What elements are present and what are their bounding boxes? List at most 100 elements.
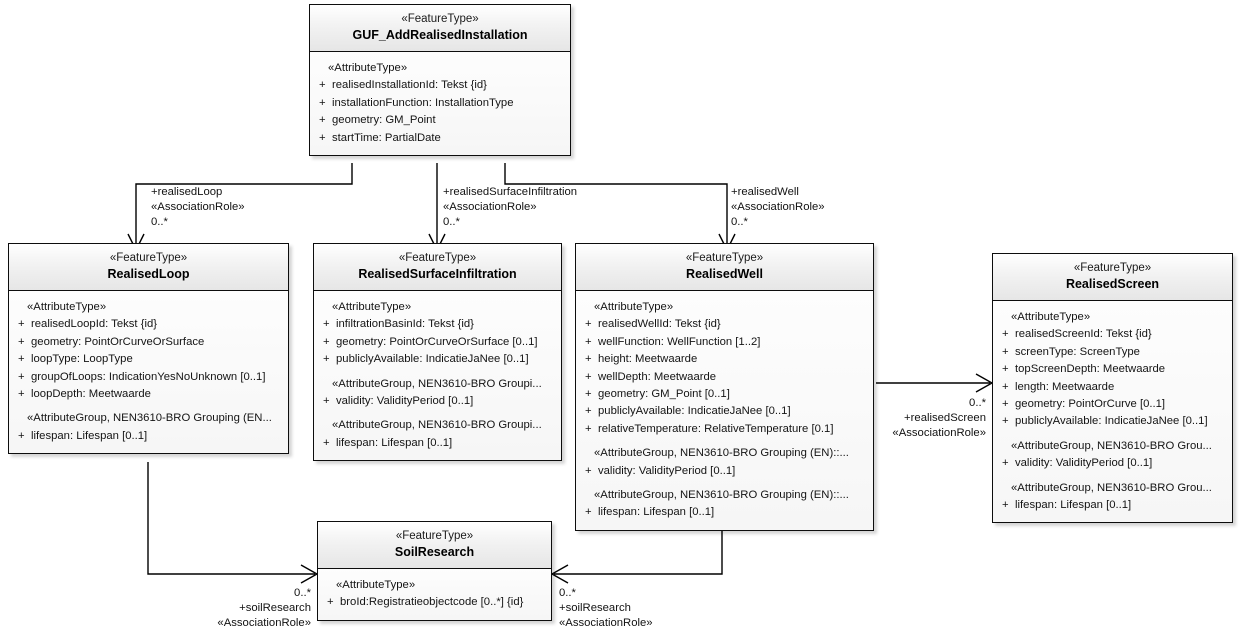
visibility-marker: +: [319, 96, 326, 109]
attribute-text: screenType: ScreenType: [1015, 345, 1140, 358]
attribute-group-label: «AttributeType»: [332, 301, 412, 313]
attribute-row: + realisedWellId: Tekst {id}: [576, 316, 869, 333]
attribute-row: + loopType: LoopType: [9, 351, 284, 368]
class-body: «AttributeType» + realisedInstallationId…: [310, 52, 570, 156]
arrowhead-realised-screen: [975, 373, 994, 393]
compartment-gap: [993, 431, 1228, 438]
attribute-group-label: «AttributeGroup, NEN3610-BRO Grou...: [1011, 439, 1212, 452]
class-soil-research[interactable]: «FeatureType» SoilResearch «AttributeTyp…: [317, 521, 552, 621]
attribute-text: wellDepth: Meetwaarde: [598, 370, 717, 383]
assoc-stereotype: «AssociationRole»: [151, 201, 245, 214]
attribute-row: + publiclyAvailable: IndicatieJaNee [0..…: [993, 413, 1228, 430]
visibility-marker: +: [323, 353, 330, 366]
visibility-marker: +: [18, 318, 25, 331]
attribute-group-label: «AttributeGroup, NEN3610-BRO Grouping (E…: [594, 447, 849, 460]
attribute-row: + length: Meetwaarde: [993, 379, 1228, 396]
assoc-label-realised-screen: 0..* +realisedScreen «AssociationRole»: [860, 396, 986, 442]
class-name: RealisedScreen: [1065, 277, 1160, 291]
class-body: «AttributeType» + broId:Registratieobjec…: [318, 569, 551, 620]
assoc-multiplicity: 0..*: [969, 397, 986, 409]
attribute-row: + geometry: PointOrCurveOrSurface: [9, 334, 284, 351]
assoc-role: +realisedWell: [731, 186, 799, 198]
class-header: «FeatureType» SoilResearch: [318, 522, 551, 569]
attribute-row: + realisedScreenId: Tekst {id}: [993, 326, 1228, 343]
attribute-text: length: Meetwaarde: [1015, 380, 1115, 393]
attribute-row: + startTime: PartialDate: [310, 130, 566, 147]
attribute-text: relativeTemperature: RelativeTemperature…: [598, 422, 834, 435]
visibility-marker: +: [1002, 345, 1009, 358]
attribute-text: lifespan: Lifespan [0..1]: [1015, 499, 1132, 512]
attribute-text: publiclyAvailable: IndicatieJaNee [0..1]: [1015, 415, 1208, 428]
attribute-row: + broId:Registratieobjectcode [0..*] {id…: [318, 594, 547, 611]
visibility-marker: +: [18, 335, 25, 348]
attribute-text: geometry: PointOrCurveOrSurface: [31, 335, 205, 348]
class-realised-well[interactable]: «FeatureType» RealisedWell «AttributeTyp…: [575, 243, 874, 531]
class-header: «FeatureType» RealisedWell: [576, 244, 873, 291]
attribute-text: validity: ValidityPeriod [0..1]: [1015, 457, 1153, 470]
connector-realised-well-to-soil-research: [554, 530, 723, 575]
arrowhead-soil-research-right: [550, 564, 569, 584]
attribute-text: realisedWellId: Tekst {id}: [598, 318, 721, 331]
attribute-row: + publiclyAvailable: IndicatieJaNee [0..…: [576, 403, 869, 420]
attribute-row: + wellFunction: WellFunction [1..2]: [576, 334, 869, 351]
compartment-gap: [314, 369, 557, 376]
attribute-row: + relativeTemperature: RelativeTemperatu…: [576, 421, 869, 438]
attribute-group-label: «AttributeGroup, NEN3610-BRO Groupi...: [332, 419, 542, 432]
attribute-row: + lifespan: Lifespan [0..1]: [314, 435, 557, 452]
attribute-text: publiclyAvailable: IndicatieJaNee [0..1]: [598, 405, 791, 418]
attribute-text: validity: ValidityPeriod [0..1]: [336, 395, 474, 408]
class-stereotype: «FeatureType»: [398, 252, 477, 264]
assoc-label-soil-research-from-loop: 0..* +soilResearch «AssociationRole»: [171, 586, 311, 632]
class-body: «AttributeType» + realisedLoopId: Tekst …: [9, 291, 288, 454]
assoc-role: +realisedSurfaceInfiltration: [443, 186, 578, 198]
attribute-row: + lifespan: Lifespan [0..1]: [993, 497, 1228, 514]
class-name: SoilResearch: [394, 545, 475, 559]
visibility-marker: +: [1002, 415, 1009, 428]
class-header: «FeatureType» RealisedSurfaceInfiltratio…: [314, 244, 561, 291]
assoc-multiplicity: 0..*: [294, 587, 311, 599]
attribute-group-label: «AttributeType»: [594, 301, 674, 313]
class-guf-add-realised-installation[interactable]: «FeatureType» GUF_AddRealisedInstallatio…: [309, 4, 571, 157]
attribute-text: broId:Registratieobjectcode [0..*] {id}: [340, 596, 524, 609]
visibility-marker: +: [18, 353, 25, 366]
visibility-marker: +: [319, 79, 326, 92]
class-name: RealisedLoop: [107, 267, 190, 281]
visibility-marker: +: [323, 395, 330, 408]
attribute-text: validity: ValidityPeriod [0..1]: [598, 464, 736, 477]
class-realised-loop[interactable]: «FeatureType» RealisedLoop «AttributeTyp…: [8, 243, 289, 455]
class-header: «FeatureType» GUF_AddRealisedInstallatio…: [310, 5, 570, 52]
attribute-group-label: «AttributeGroup, NEN3610-BRO Grou...: [1011, 481, 1212, 494]
compartment-gap: [993, 473, 1228, 480]
visibility-marker: +: [319, 131, 326, 144]
assoc-label-realised-loop: +realisedLoop «AssociationRole» 0..*: [151, 185, 245, 231]
attribute-row: + groupOfLoops: IndicationYesNoUnknown […: [9, 369, 284, 386]
visibility-marker: +: [585, 388, 592, 401]
class-realised-screen[interactable]: «FeatureType» RealisedScreen «AttributeT…: [992, 253, 1233, 524]
attribute-row: + validity: ValidityPeriod [0..1]: [576, 463, 869, 480]
attribute-text: geometry: GM_Point: [332, 114, 436, 127]
attribute-text: geometry: GM_Point [0..1]: [598, 388, 730, 401]
visibility-marker: +: [1002, 398, 1009, 411]
class-header: «FeatureType» RealisedScreen: [993, 254, 1232, 301]
attribute-group-label: «AttributeType»: [1011, 311, 1091, 323]
attribute-text: topScreenDepth: Meetwaarde: [1015, 363, 1166, 376]
visibility-marker: +: [585, 335, 592, 348]
class-name: GUF_AddRealisedInstallation: [352, 28, 528, 42]
attribute-text: groupOfLoops: IndicationYesNoUnknown [0.…: [31, 370, 266, 383]
attribute-text: wellFunction: WellFunction [1..2]: [598, 335, 761, 348]
class-stereotype: «FeatureType»: [685, 252, 764, 264]
attribute-text: startTime: PartialDate: [332, 131, 441, 144]
class-body: «AttributeType» + infiltrationBasinId: T…: [314, 291, 561, 461]
class-realised-surface-infiltration[interactable]: «FeatureType» RealisedSurfaceInfiltratio…: [313, 243, 562, 462]
visibility-marker: +: [1002, 380, 1009, 393]
compartment-gap: [576, 438, 869, 445]
attribute-row: + lifespan: Lifespan [0..1]: [576, 504, 869, 521]
compartment-gap: [314, 410, 557, 417]
assoc-stereotype: «AssociationRole»: [892, 427, 986, 440]
visibility-marker: +: [323, 318, 330, 331]
visibility-marker: +: [585, 318, 592, 331]
attribute-row: + geometry: PointOrCurve [0..1]: [993, 396, 1228, 413]
class-body: «AttributeType» + realisedWellId: Tekst …: [576, 291, 873, 530]
visibility-marker: +: [18, 429, 25, 442]
assoc-stereotype: «AssociationRole»: [559, 617, 653, 630]
